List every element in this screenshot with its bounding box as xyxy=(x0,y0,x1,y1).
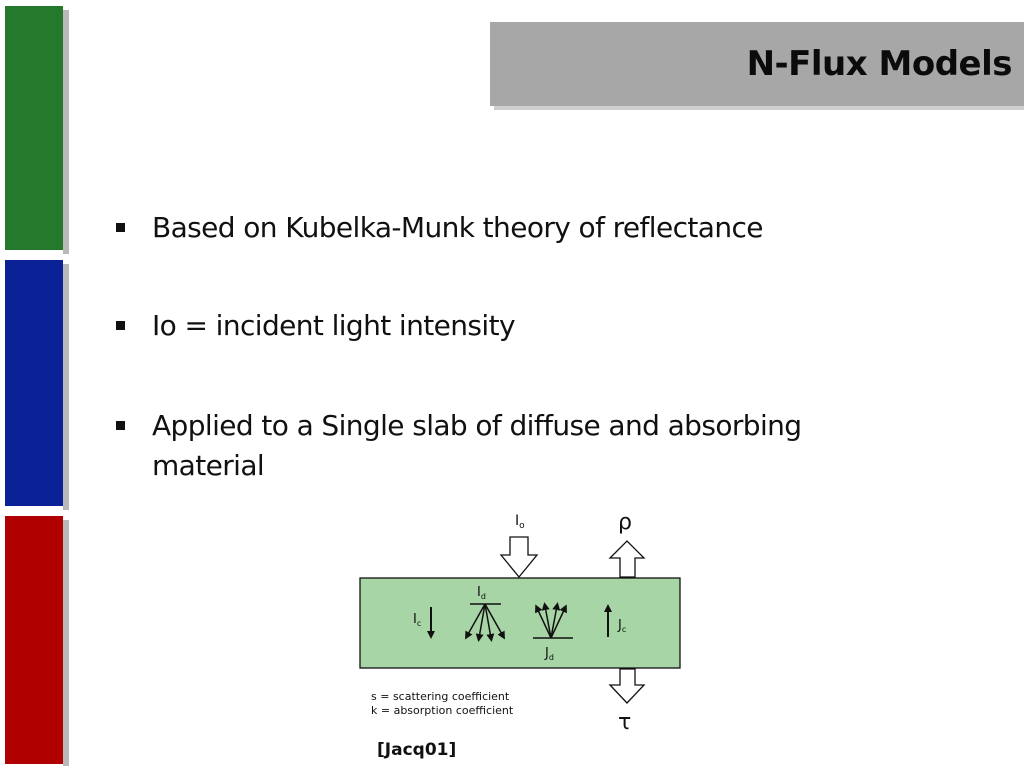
incident-arrow-icon xyxy=(499,536,539,579)
bullet-item: Based on Kubelka-Munk theory of reflecta… xyxy=(112,208,764,248)
slide-title: N-Flux Models xyxy=(746,44,1013,84)
id-fan-arrows-icon xyxy=(465,603,505,642)
side-bar-blue-shadow xyxy=(63,264,69,510)
incident-label: Io xyxy=(515,513,525,531)
legend-absorption: k = absorption coefficient xyxy=(371,704,514,717)
transmittance-label: τ xyxy=(618,710,631,735)
title-box: N-Flux Models xyxy=(490,22,1024,106)
reflected-arrow-icon xyxy=(608,540,646,578)
bullet-item: Io = incident light intensity xyxy=(112,306,516,346)
bullet-text: Applied to a Single slab of diffuse and … xyxy=(152,409,802,482)
side-bar-red-shadow xyxy=(63,520,69,766)
side-bar-red xyxy=(5,516,63,764)
bullet-item: Applied to a Single slab of diffuse and … xyxy=(112,406,912,486)
square-bullet-icon xyxy=(116,321,125,330)
ic-label: Ic xyxy=(413,612,421,628)
bullet-text: Based on Kubelka-Munk theory of reflecta… xyxy=(152,211,764,244)
material-slab xyxy=(359,577,681,669)
transmitted-arrow-icon xyxy=(608,668,646,704)
bullet-text: Io = incident light intensity xyxy=(152,309,516,342)
square-bullet-icon xyxy=(116,421,125,430)
side-bar-blue xyxy=(5,260,63,506)
side-bar-green-shadow xyxy=(63,10,69,254)
reflectance-label: ρ xyxy=(618,510,632,535)
jd-label: Jd xyxy=(544,646,554,662)
id-label: Id xyxy=(477,585,486,601)
citation: [Jacq01] xyxy=(377,740,457,760)
jc-label: Jc xyxy=(617,618,626,634)
side-bar-green xyxy=(5,6,63,250)
legend-scattering: s = scattering coefficient xyxy=(371,690,510,703)
kubelka-munk-diagram: Io ρ τ Ic Id Jd Jc s = scattering coeffi… xyxy=(359,510,681,735)
jd-fan-arrows-icon xyxy=(535,602,567,639)
square-bullet-icon xyxy=(116,223,125,232)
